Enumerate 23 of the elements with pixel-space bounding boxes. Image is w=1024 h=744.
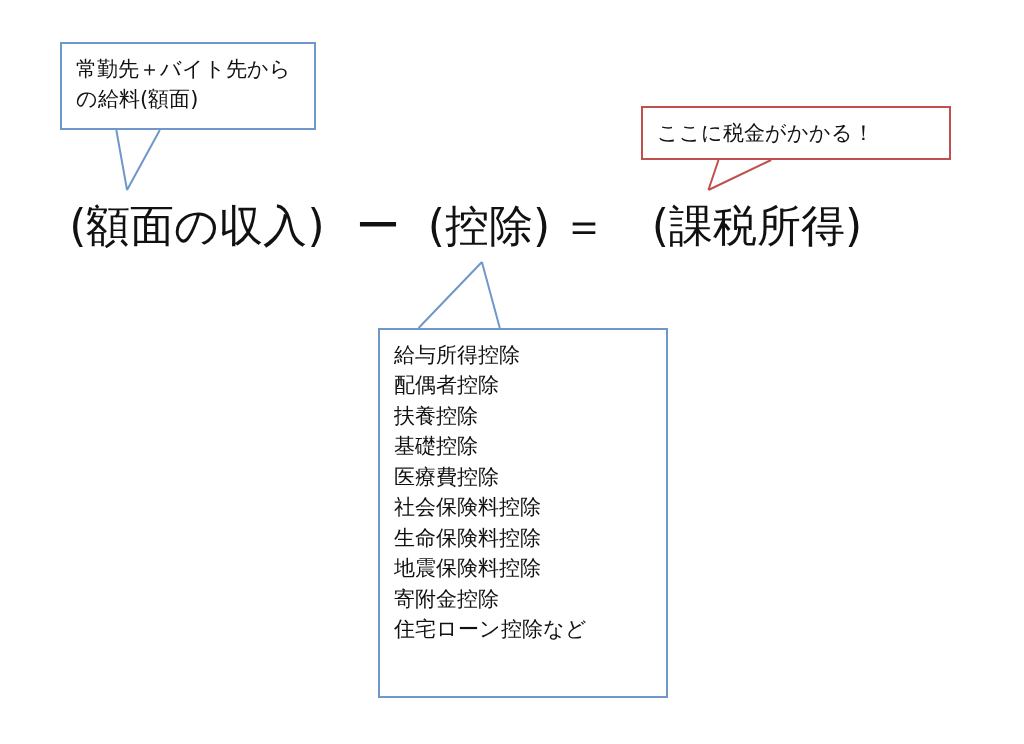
list-item: 住宅ローン控除など — [394, 615, 588, 643]
list-item: 配偶者控除 — [394, 372, 500, 400]
operator-sign: ー — [356, 199, 400, 253]
callout-pointer — [417, 261, 501, 329]
list-item: 生命保険料控除 — [394, 524, 542, 552]
callout-text: ここに税金がかかる！ — [657, 120, 875, 147]
callout-box — [60, 42, 316, 130]
formula-term: (課税所得) — [622, 190, 892, 262]
formula-term: (額面の収入) — [38, 190, 356, 262]
list-item: 医療費控除 — [394, 463, 500, 491]
callout-pointer — [707, 159, 773, 191]
list-item: 扶養控除 — [394, 402, 479, 430]
callout-pointer — [115, 129, 161, 191]
list-item: 基礎控除 — [394, 433, 479, 461]
callout-text: 常勤先＋バイト先からの給料(額面) — [76, 56, 292, 114]
list-item: 地震保険料控除 — [394, 555, 542, 583]
list-item: 給与所得控除 — [394, 342, 521, 369]
list-item: 寄附金控除 — [394, 585, 500, 613]
formula-term: (控除) — [418, 190, 560, 262]
callout-box — [641, 106, 951, 161]
list-item: 社会保険料控除 — [394, 494, 542, 522]
callout-box — [378, 328, 668, 698]
operator-sign: ＝ — [562, 199, 606, 253]
